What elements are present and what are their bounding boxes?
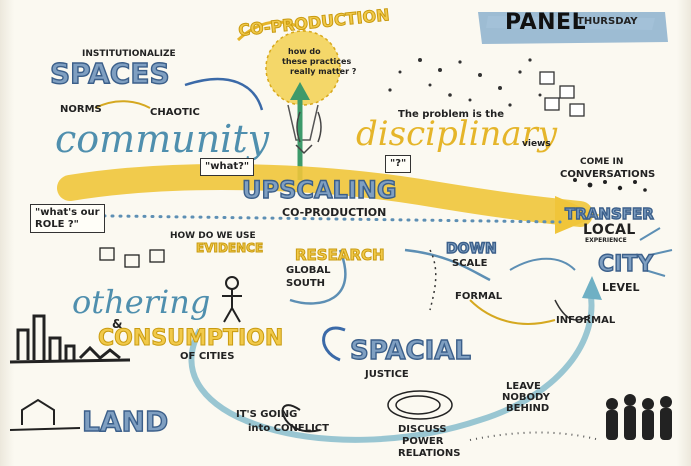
house-icon	[9, 398, 81, 431]
consumption-title: CONSUMPTION	[97, 326, 284, 351]
panel-banner	[478, 12, 668, 44]
downscale-scale: SCALE	[452, 258, 488, 269]
role-box-line-1: "what's our	[35, 207, 100, 218]
consumption-subtitle: OF CITIES	[180, 351, 235, 362]
discuss-line-1: DISCUSS	[398, 424, 447, 435]
leave-line-3: BEHIND	[506, 403, 550, 414]
panel-title: PANEL	[505, 10, 587, 35]
chaotic-label: CHAOTIC	[150, 107, 200, 118]
land-title: LAND	[81, 405, 169, 438]
upscaling-subtitle: CO-PRODUCTION	[282, 206, 387, 219]
people-icon	[606, 394, 672, 440]
transfer-title: TRANSFER	[564, 205, 654, 223]
lightbulb-icon	[236, 20, 341, 141]
conflict-line-2: into CONFLICT	[248, 423, 329, 434]
problem-line-1: The problem is the	[398, 109, 504, 120]
role-box-line-2: ROLE ?"	[35, 218, 79, 230]
spaces-arrow	[184, 77, 264, 111]
research-south: SOUTH	[286, 278, 326, 289]
city-level: LEVEL	[602, 281, 640, 294]
dot-spray	[388, 58, 542, 107]
discuss-line-3: RELATIONS	[398, 448, 461, 459]
upscaling-arrow	[38, 163, 600, 234]
what-box: "what?"	[200, 158, 255, 176]
downscale-down: DOWN	[445, 241, 497, 257]
informal-label: INFORMAL	[556, 315, 616, 326]
leave-line-2: NOBODY	[502, 392, 550, 403]
spaces-title: SPACES	[49, 57, 170, 90]
formal-label: FORMAL	[455, 291, 503, 302]
spaces-label: INSTITUTIONALIZE	[82, 49, 176, 59]
upscaling-title: UPSCALING	[241, 176, 397, 204]
problem-line-2: views	[522, 139, 551, 149]
cycle-arrow	[188, 289, 595, 443]
ampersand: &	[112, 317, 123, 331]
leave-line-1: LEAVE	[506, 381, 541, 392]
co-production-question-2: these practices	[282, 57, 352, 66]
panel-day: THURSDAY	[577, 16, 638, 27]
city-title: CITY	[597, 252, 654, 277]
power-relations-swirl	[387, 390, 453, 420]
city-skyline-icon	[9, 314, 131, 364]
co-production-question-3: really matter ?	[290, 67, 357, 76]
disciplinary-title: disciplinary	[356, 114, 558, 154]
hand-holding-icon	[295, 111, 322, 155]
evidence-line-1: HOW DO WE USE	[170, 231, 256, 241]
research-loop	[289, 249, 347, 305]
conversations-line-1: COME IN	[580, 157, 624, 167]
speech-bubble-icon	[539, 71, 585, 117]
spacial-justice: JUSTICE	[365, 369, 409, 380]
conflict-line-1: IT'S GOING	[236, 409, 298, 420]
figure-icon	[222, 276, 242, 323]
transfer-local: LOCAL	[583, 222, 636, 238]
transfer-experience: EXPERIENCE	[585, 237, 627, 244]
question-box: "?"	[385, 155, 412, 173]
conversations-line-2: CONVERSATIONS	[560, 169, 656, 180]
spacial-title: SPACIAL	[349, 336, 471, 366]
co-production-question-1: how do	[288, 47, 321, 56]
role-box: "what's our ROLE ?"	[30, 204, 105, 233]
research-global: GLOBAL	[286, 265, 331, 276]
community-title: community	[55, 117, 270, 161]
evidence-title: EVIDENCE	[195, 241, 264, 255]
discuss-line-2: POWER	[402, 436, 444, 447]
research-title: RESEARCH	[295, 246, 386, 264]
norms-label: NORMS	[60, 104, 102, 115]
othering-title: othering	[72, 283, 211, 321]
